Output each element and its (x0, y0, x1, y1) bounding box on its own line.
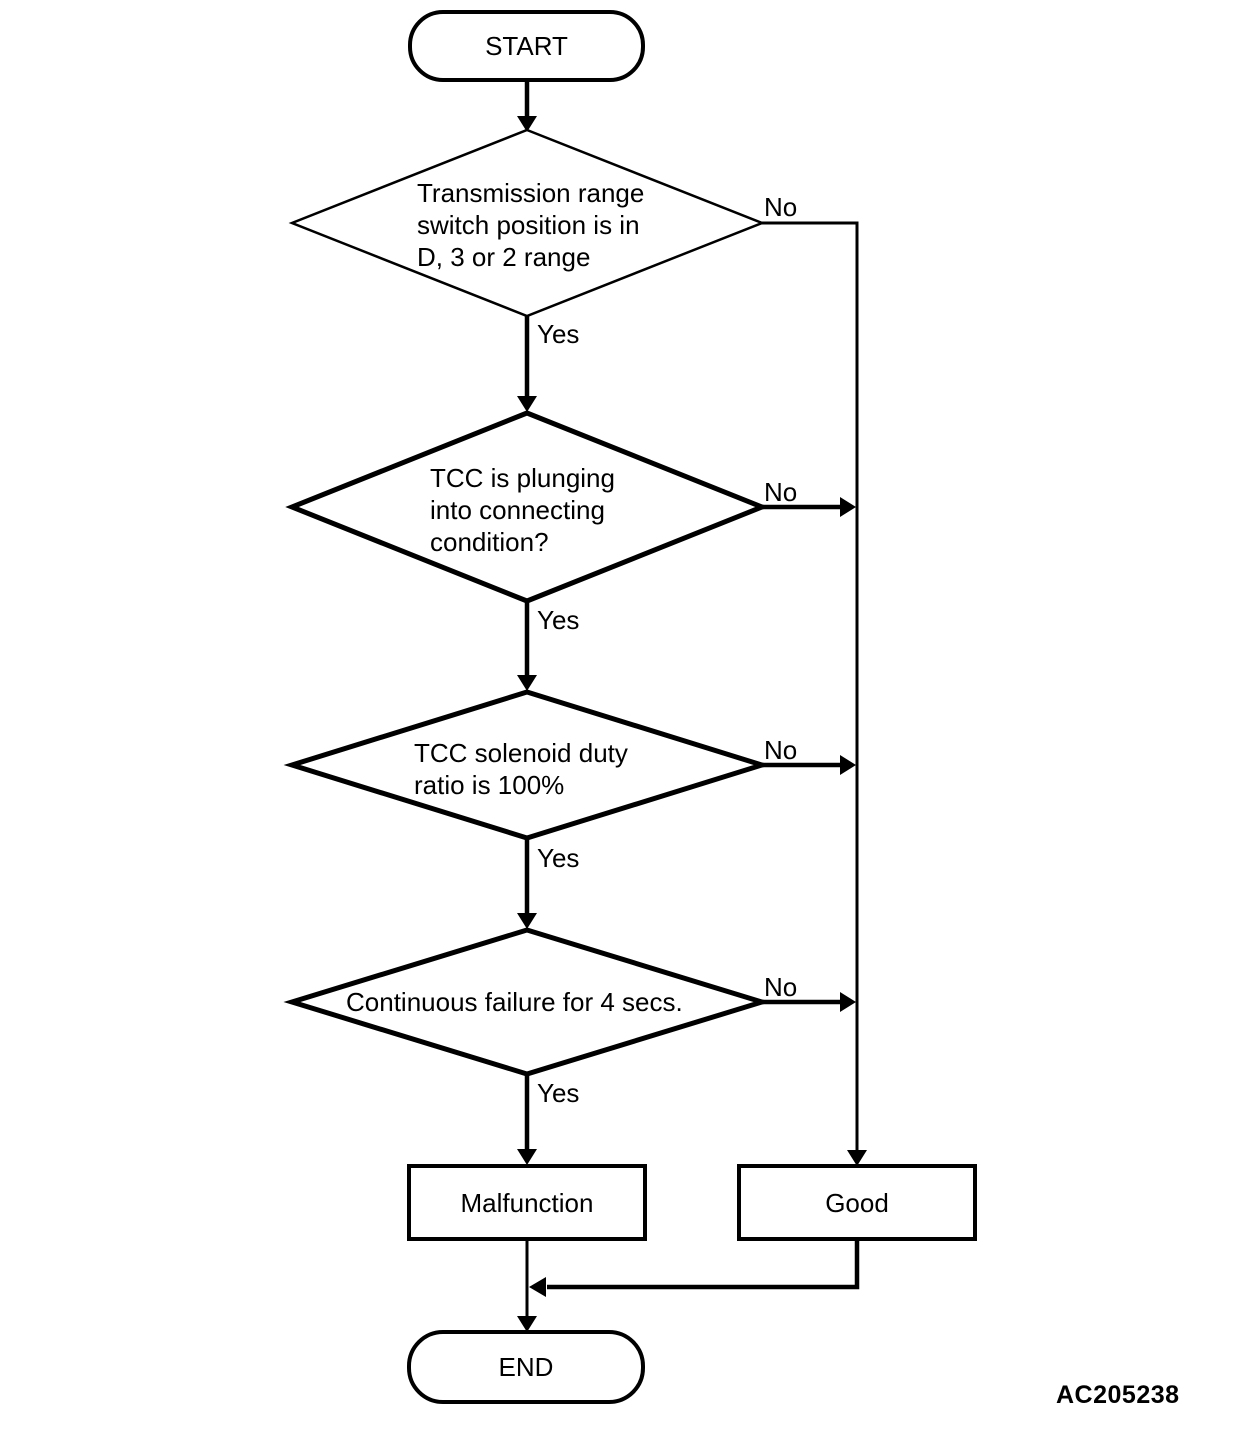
edge-start-to-d1 (517, 80, 537, 132)
edge-no-rail-to-good (762, 221, 867, 1166)
edge-yes-d2-to-d3 (517, 601, 537, 691)
decision-3-shape (283, 689, 771, 841)
no-label-d4: No (764, 972, 798, 1002)
end-node-shape (407, 1330, 645, 1404)
decision-2-text: TCC is plunging into connecting conditio… (430, 462, 615, 558)
decision-3-line-2: ratio is 100% (414, 770, 565, 800)
decision-2-line-1: TCC is plunging (430, 463, 615, 493)
decision-1-shape (288, 128, 766, 318)
decision-2-line-3: condition? (430, 527, 549, 557)
end-node-label: END (498, 1352, 554, 1382)
decision-2-line-2: into connecting (430, 495, 605, 525)
good-node-label: Good (825, 1187, 889, 1218)
edge-malfunction-to-end (517, 1239, 537, 1332)
decision-4-line-1: Continuous failure for 4 secs. (346, 987, 683, 1017)
edge-yes-d4-to-malfunction (517, 1074, 537, 1165)
decision-1-text: Transmission range switch position is in… (417, 177, 644, 273)
no-label-d2: No (764, 477, 798, 507)
decision-1-line-1: Transmission range (417, 178, 645, 208)
edge-good-to-end-elbow (529, 1239, 860, 1297)
decision-4-text: Continuous failure for 4 secs. (346, 986, 683, 1018)
edge-no-d4 (762, 992, 856, 1012)
no-label-d3: No (764, 735, 798, 765)
edge-yes-d3-to-d4 (517, 838, 537, 929)
start-node-shape (408, 10, 645, 82)
decision-3-text: TCC solenoid duty ratio is 100% (414, 737, 628, 801)
edge-yes-d1-to-d2 (517, 316, 537, 412)
decision-3-line-1: TCC solenoid duty (414, 738, 628, 768)
edge-no-d2 (762, 497, 856, 517)
decision-4-shape (283, 927, 771, 1077)
start-node-label: START (485, 31, 568, 61)
decision-2-shape (285, 410, 769, 604)
edge-no-d3 (762, 755, 856, 775)
good-node-shape (737, 1164, 977, 1241)
figure-code: AC205238 (1056, 1381, 1180, 1409)
no-label-d1: No (764, 192, 798, 222)
malfunction-node-shape (407, 1164, 647, 1241)
yes-label-d4: Yes (537, 1078, 580, 1108)
malfunction-node-label: Malfunction (460, 1187, 594, 1218)
decision-1-line-3: D, 3 or 2 range (417, 242, 591, 272)
yes-label-d3: Yes (537, 843, 580, 873)
yes-label-d2: Yes (537, 605, 580, 635)
yes-label-d1: Yes (537, 319, 580, 349)
decision-1-line-2: switch position is in (417, 210, 640, 240)
